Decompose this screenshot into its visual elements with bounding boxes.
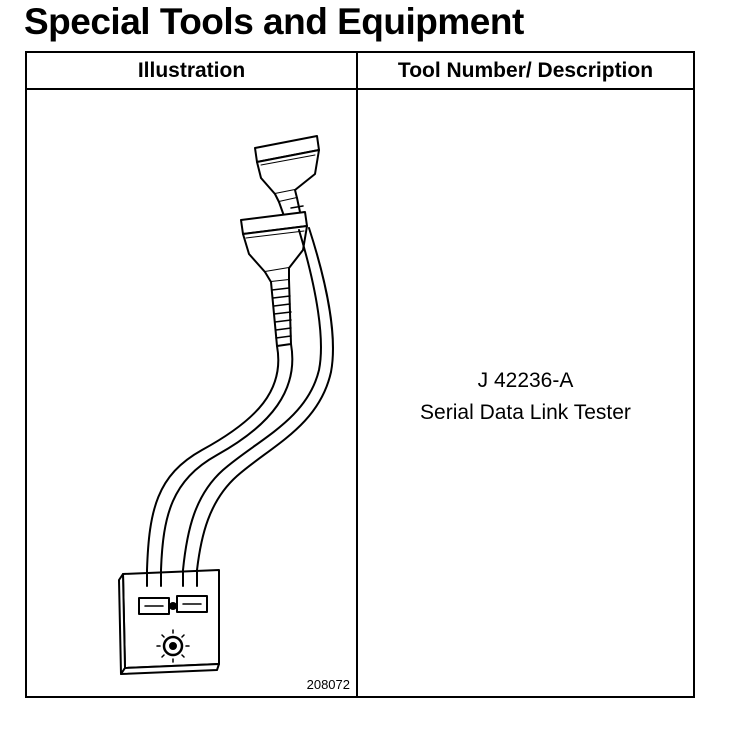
header-illustration: Illustration <box>137 59 246 82</box>
tool-illustration-cell: 208072 <box>27 90 356 696</box>
lower-connector-drawing <box>240 211 308 347</box>
tool-number: J 42236-A <box>477 369 574 392</box>
tester-box-drawing <box>118 569 220 675</box>
header-tool-description: Tool Number/ Description <box>397 59 654 82</box>
column-divider <box>356 53 358 696</box>
serial-data-link-tester-illustration <box>118 135 334 675</box>
header-divider <box>27 88 693 90</box>
figure-number: 208072 <box>306 677 350 692</box>
tool-description-cell: J 42236-A Serial Data Link Tester <box>358 90 693 696</box>
tool-description: Serial Data Link Tester <box>420 401 631 424</box>
page-title: Special Tools and Equipment <box>24 1 524 42</box>
tester-cables-drawing <box>146 227 334 571</box>
special-tools-table: Illustration Tool Number/ Description <box>25 51 695 698</box>
